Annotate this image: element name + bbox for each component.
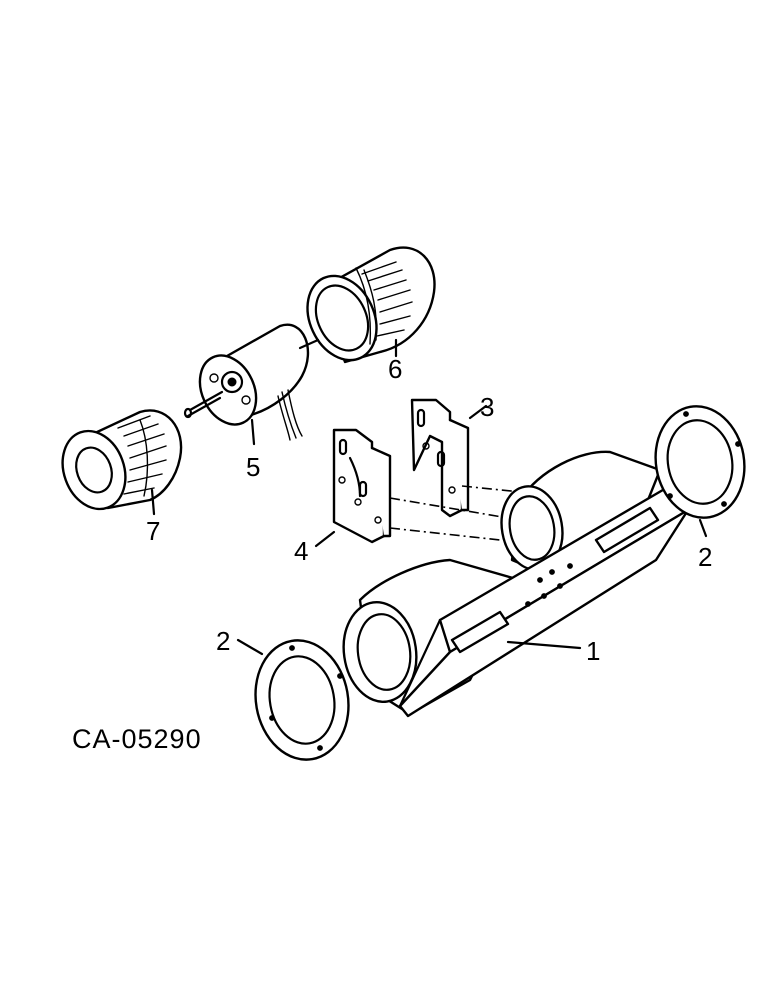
gasket-right bbox=[654, 405, 746, 519]
callout-2-left: 2 bbox=[216, 626, 230, 656]
callout-7: 7 bbox=[146, 516, 160, 546]
callout-1: 1 bbox=[586, 636, 600, 666]
blower-wheel-right bbox=[306, 246, 436, 364]
callout-3: 3 bbox=[480, 392, 494, 422]
callouts: 1 2 2 3 4 5 6 7 bbox=[146, 354, 712, 666]
blower-housing bbox=[342, 450, 702, 718]
blower-motor bbox=[183, 323, 320, 441]
callout-5: 5 bbox=[246, 452, 260, 482]
blower-wheel-left bbox=[61, 409, 183, 511]
drawing-code: CA-05290 bbox=[72, 724, 202, 754]
mounting-bracket-rear bbox=[410, 398, 470, 518]
callout-6: 6 bbox=[388, 354, 402, 384]
gasket-left bbox=[254, 639, 350, 761]
leader-lines bbox=[150, 338, 708, 656]
callout-2-right: 2 bbox=[698, 542, 712, 572]
callout-4: 4 bbox=[294, 536, 308, 566]
mounting-bracket-front bbox=[332, 428, 392, 544]
